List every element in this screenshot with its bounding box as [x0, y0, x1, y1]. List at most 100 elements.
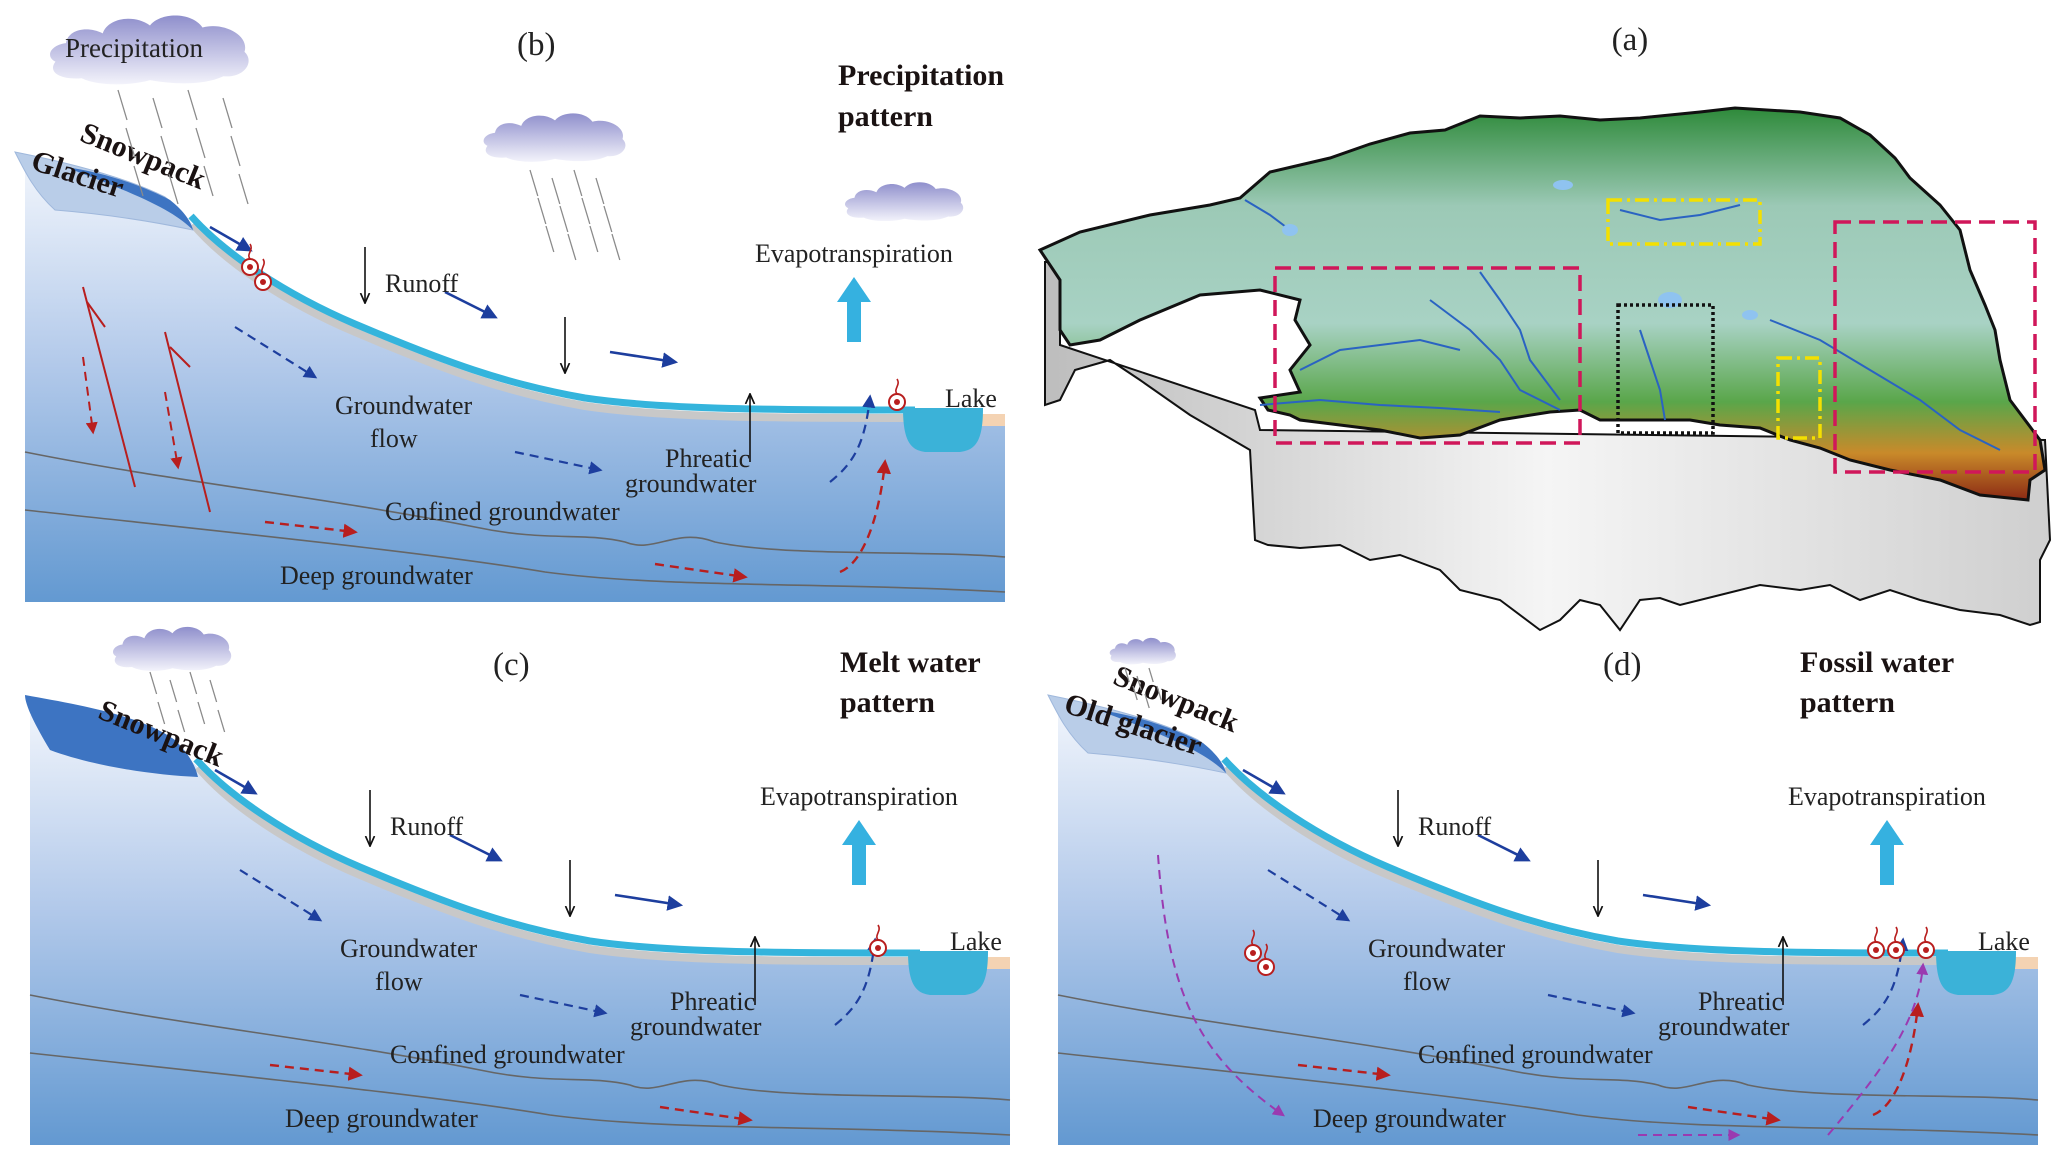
evapotranspiration-label: Evapotranspiration [1788, 782, 1986, 811]
ground-cross-section [25, 172, 1005, 602]
spring-icon [1244, 929, 1262, 962]
rain-icon [117, 89, 249, 205]
pattern-title: pattern [1800, 686, 1895, 719]
groundwater-flow-arrow [239, 869, 323, 922]
stratum-boundary-upper [1057, 994, 2039, 1101]
lake-label: Lake [945, 384, 997, 413]
spring-icon [888, 378, 906, 411]
runoff-arrow [449, 833, 503, 862]
fault-downward-arrow [82, 356, 98, 435]
fossil-water-arrow [1827, 962, 1929, 1136]
map-box-red-east [1833, 220, 2037, 474]
deep-groundwater-label: Deep groundwater [285, 1104, 478, 1133]
confined-flow-arrow [1687, 1105, 1781, 1126]
rain-icon [1124, 667, 1162, 709]
lake-label: Lake [1978, 927, 2030, 956]
runoff-label: Runoff [390, 812, 464, 841]
fossil-water-arrow [1157, 854, 1285, 1117]
spring-icon [1257, 943, 1275, 976]
confined-groundwater-label: Confined groundwater [1418, 1040, 1653, 1069]
panel-melt-water-pattern: SnowpackRunoffEvapotranspirationLakeGrou… [25, 626, 1011, 1145]
pattern-title: Fossil water [1800, 646, 1954, 679]
groundwater-flow-label: Groundwater [1368, 934, 1506, 963]
spring-icon [254, 258, 272, 291]
surface-runoff-stream [193, 756, 921, 957]
cloud-icon [844, 182, 964, 222]
panel-precipitation-pattern: SnowpackGlacierRunoffEvapotranspirationL… [14, 15, 1006, 602]
confined-groundwater-label: Confined groundwater [385, 497, 620, 526]
stratum-boundary-upper [29, 994, 1011, 1101]
panel-a-label: (a) [1612, 22, 1649, 58]
cloud-icon [112, 626, 232, 671]
rain-icon [149, 671, 226, 733]
confined-flow-arrow [264, 520, 358, 538]
evapotranspiration-label: Evapotranspiration [760, 782, 958, 811]
surface-runoff-stream [1221, 756, 1949, 957]
stratum-boundary-lower [24, 509, 1006, 593]
groundwater-flow-arrow [1267, 869, 1351, 922]
groundwater-flow-label: flow [1403, 967, 1451, 996]
evapotranspiration-arrow-icon [842, 820, 876, 885]
map-box-red-west [1273, 266, 1582, 445]
map-rivers [1244, 199, 2001, 451]
lake [1936, 951, 2016, 995]
runoff-label: Runoff [1418, 812, 1492, 841]
spring-icon [1917, 926, 1935, 959]
confined-flow-arrow [1297, 1063, 1391, 1081]
phreatic-label: Phreatic [665, 444, 750, 473]
lake-label: Lake [950, 927, 1002, 956]
runoff-arrow [1642, 893, 1712, 911]
runoff-arrow [614, 893, 684, 911]
cloud-icon [1109, 637, 1176, 665]
shore-sediment [2013, 957, 2038, 969]
rain-icon [529, 169, 621, 261]
precipitation-cloud-icon [50, 15, 249, 85]
pattern-title: pattern [838, 100, 933, 133]
runoff-arrow [209, 225, 253, 252]
deep-groundwater-label: Deep groundwater [280, 561, 473, 590]
phreatic-label: groundwater [630, 1012, 762, 1041]
groundwater-flow-arrow [234, 326, 318, 379]
groundwater-flow-label: Groundwater [335, 391, 473, 420]
groundwater-flow-label: flow [370, 424, 418, 453]
pattern-title: pattern [840, 686, 935, 719]
groundwater-flow-label: Groundwater [340, 934, 478, 963]
spring-icon [241, 243, 259, 276]
soil-layer [194, 764, 911, 965]
confined-flow-arrow [654, 562, 748, 583]
confined-discharge-arrow [839, 459, 892, 574]
evapotranspiration-arrow-icon [1870, 820, 1904, 885]
spring-icon [1887, 926, 1905, 959]
phreatic-label: groundwater [1658, 1012, 1790, 1041]
stratum-boundary-lower [29, 1052, 1011, 1136]
spring-icon [869, 924, 887, 957]
panel-c-label: (c) [493, 647, 530, 683]
map-lakes [1282, 180, 1758, 320]
panel-basin-map: (a) [1037, 22, 2052, 632]
map-box-black [1616, 303, 1715, 435]
confined-discharge-arrow [1872, 1002, 1925, 1117]
pattern-title: Melt water [840, 646, 981, 679]
phreatic-label: Phreatic [670, 987, 755, 1016]
soil-layer [1222, 764, 1939, 965]
runoff-arrow [609, 350, 679, 368]
lake [903, 408, 983, 452]
runoff-label: Runoff [385, 269, 459, 298]
pattern-title: Precipitation [838, 59, 1004, 92]
shore-sediment [980, 414, 1005, 426]
map-box-yellow-south [1776, 356, 1822, 440]
snowpack [25, 695, 198, 777]
runoff-arrow [444, 290, 498, 319]
spring-icon [1867, 926, 1885, 959]
phreatic-label: Phreatic [1698, 987, 1783, 1016]
map-side-wall [1044, 261, 2052, 632]
fault-downward-arrow [164, 391, 183, 470]
panel-b-label: (b) [517, 27, 555, 63]
confined-groundwater-label: Confined groundwater [390, 1040, 625, 1069]
stratum-boundary-lower [1057, 1052, 2039, 1136]
confined-flow-arrow [659, 1105, 753, 1126]
map-box-yellow-north [1606, 198, 1762, 246]
confined-flow-arrow [269, 1063, 363, 1081]
